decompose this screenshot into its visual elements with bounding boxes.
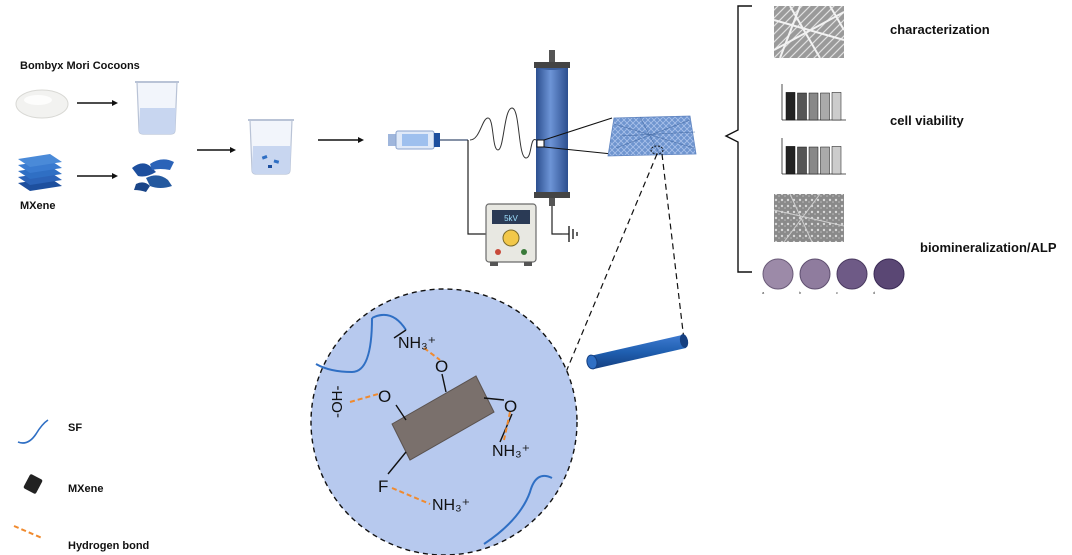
bond [483, 397, 505, 401]
arrow-head [112, 100, 118, 106]
arrow-head [358, 137, 364, 143]
chem-o-top: O [435, 357, 448, 376]
chem-f-bottom: F [378, 477, 388, 496]
fiber-mat-icon [607, 115, 697, 157]
jet-path [469, 107, 537, 159]
viability-bar-1-1 [785, 92, 796, 121]
label-characterization: characterization [890, 22, 990, 37]
results-bracket [724, 5, 752, 273]
bond [441, 373, 447, 393]
viability-chart-2-bars [785, 146, 842, 175]
single-fiber-icon [586, 334, 689, 370]
chem-o-left: O [378, 387, 391, 406]
label-mxene: MXene [20, 200, 56, 212]
sf-chain-top [371, 314, 407, 331]
well-label-b: b [799, 290, 802, 295]
chem-nh3-bottom: NH₃⁺ [432, 497, 470, 514]
hydrogen-bond [503, 411, 511, 441]
viability-bar-1-5 [831, 92, 842, 121]
viability-bar-1-3 [808, 92, 819, 121]
zoom-line-bottom [543, 146, 613, 155]
legend-mxene-swatch [23, 474, 43, 494]
ground-symbol-icon [562, 226, 578, 242]
arrow-head [112, 173, 118, 179]
well-label-a: a [762, 290, 765, 295]
viability-bar-2-4 [820, 146, 830, 175]
mxene-stack-icon [18, 154, 62, 191]
power-supply-icon [485, 203, 537, 266]
label-cocoons: Bombyx Mori Cocoons [20, 60, 140, 72]
cocoon-icon [15, 89, 69, 119]
bond [395, 404, 407, 421]
legend-hbond-label: Hydrogen bond [68, 540, 150, 552]
hydrogen-bond [349, 393, 379, 403]
sf-chain-bottom [483, 474, 553, 545]
well-label-c: c [836, 290, 838, 295]
zoom-line-top [543, 117, 613, 141]
well-label-d: d [873, 290, 875, 295]
mxene-flake [391, 375, 495, 461]
legend-hbond-swatch [13, 525, 43, 539]
chem-o-right: O [504, 397, 517, 416]
legend-sf-swatch [17, 419, 49, 444]
bond [393, 329, 407, 339]
bond [387, 451, 407, 475]
viability-bar-1-4 [820, 92, 830, 121]
collector-drum-icon [534, 50, 570, 206]
viability-chart-1-bars [785, 92, 842, 121]
sem-image-fibers [773, 5, 845, 59]
label-cell-viability: cell viability [890, 113, 964, 128]
chem-oh-left: -OH- [329, 386, 346, 419]
wire-collector [551, 196, 562, 235]
viability-bar-1-2 [797, 92, 807, 121]
power-display-text: 5kV [504, 214, 518, 223]
viability-bar-2-5 [831, 146, 842, 175]
viability-bar-2-3 [808, 146, 819, 175]
zoom-dash-right [661, 153, 685, 341]
hydrogen-bond [423, 347, 441, 361]
label-biomineralization: biomineralization/ALP [920, 240, 1057, 255]
alp-wells [762, 258, 905, 290]
legend-sf-label: SF [68, 422, 83, 434]
sem-image-mineral [773, 193, 845, 243]
legend-mxene-label: MXene [68, 483, 104, 495]
chem-nh3-right: NH₃⁺ [492, 443, 530, 460]
arrow-head [230, 147, 236, 153]
mxene-flakes-icon [132, 159, 174, 192]
viability-bar-2-2 [797, 146, 807, 175]
beaker-2-icon [248, 119, 294, 175]
sf-chain-left [315, 317, 373, 374]
hydrogen-bond [391, 487, 431, 505]
chem-nh3-top: NH₃⁺ [398, 335, 436, 352]
viability-bar-2-1 [785, 146, 796, 175]
syringe-icon [388, 130, 468, 150]
zoom-dash-left [565, 153, 658, 373]
beaker-1-icon [135, 81, 179, 135]
